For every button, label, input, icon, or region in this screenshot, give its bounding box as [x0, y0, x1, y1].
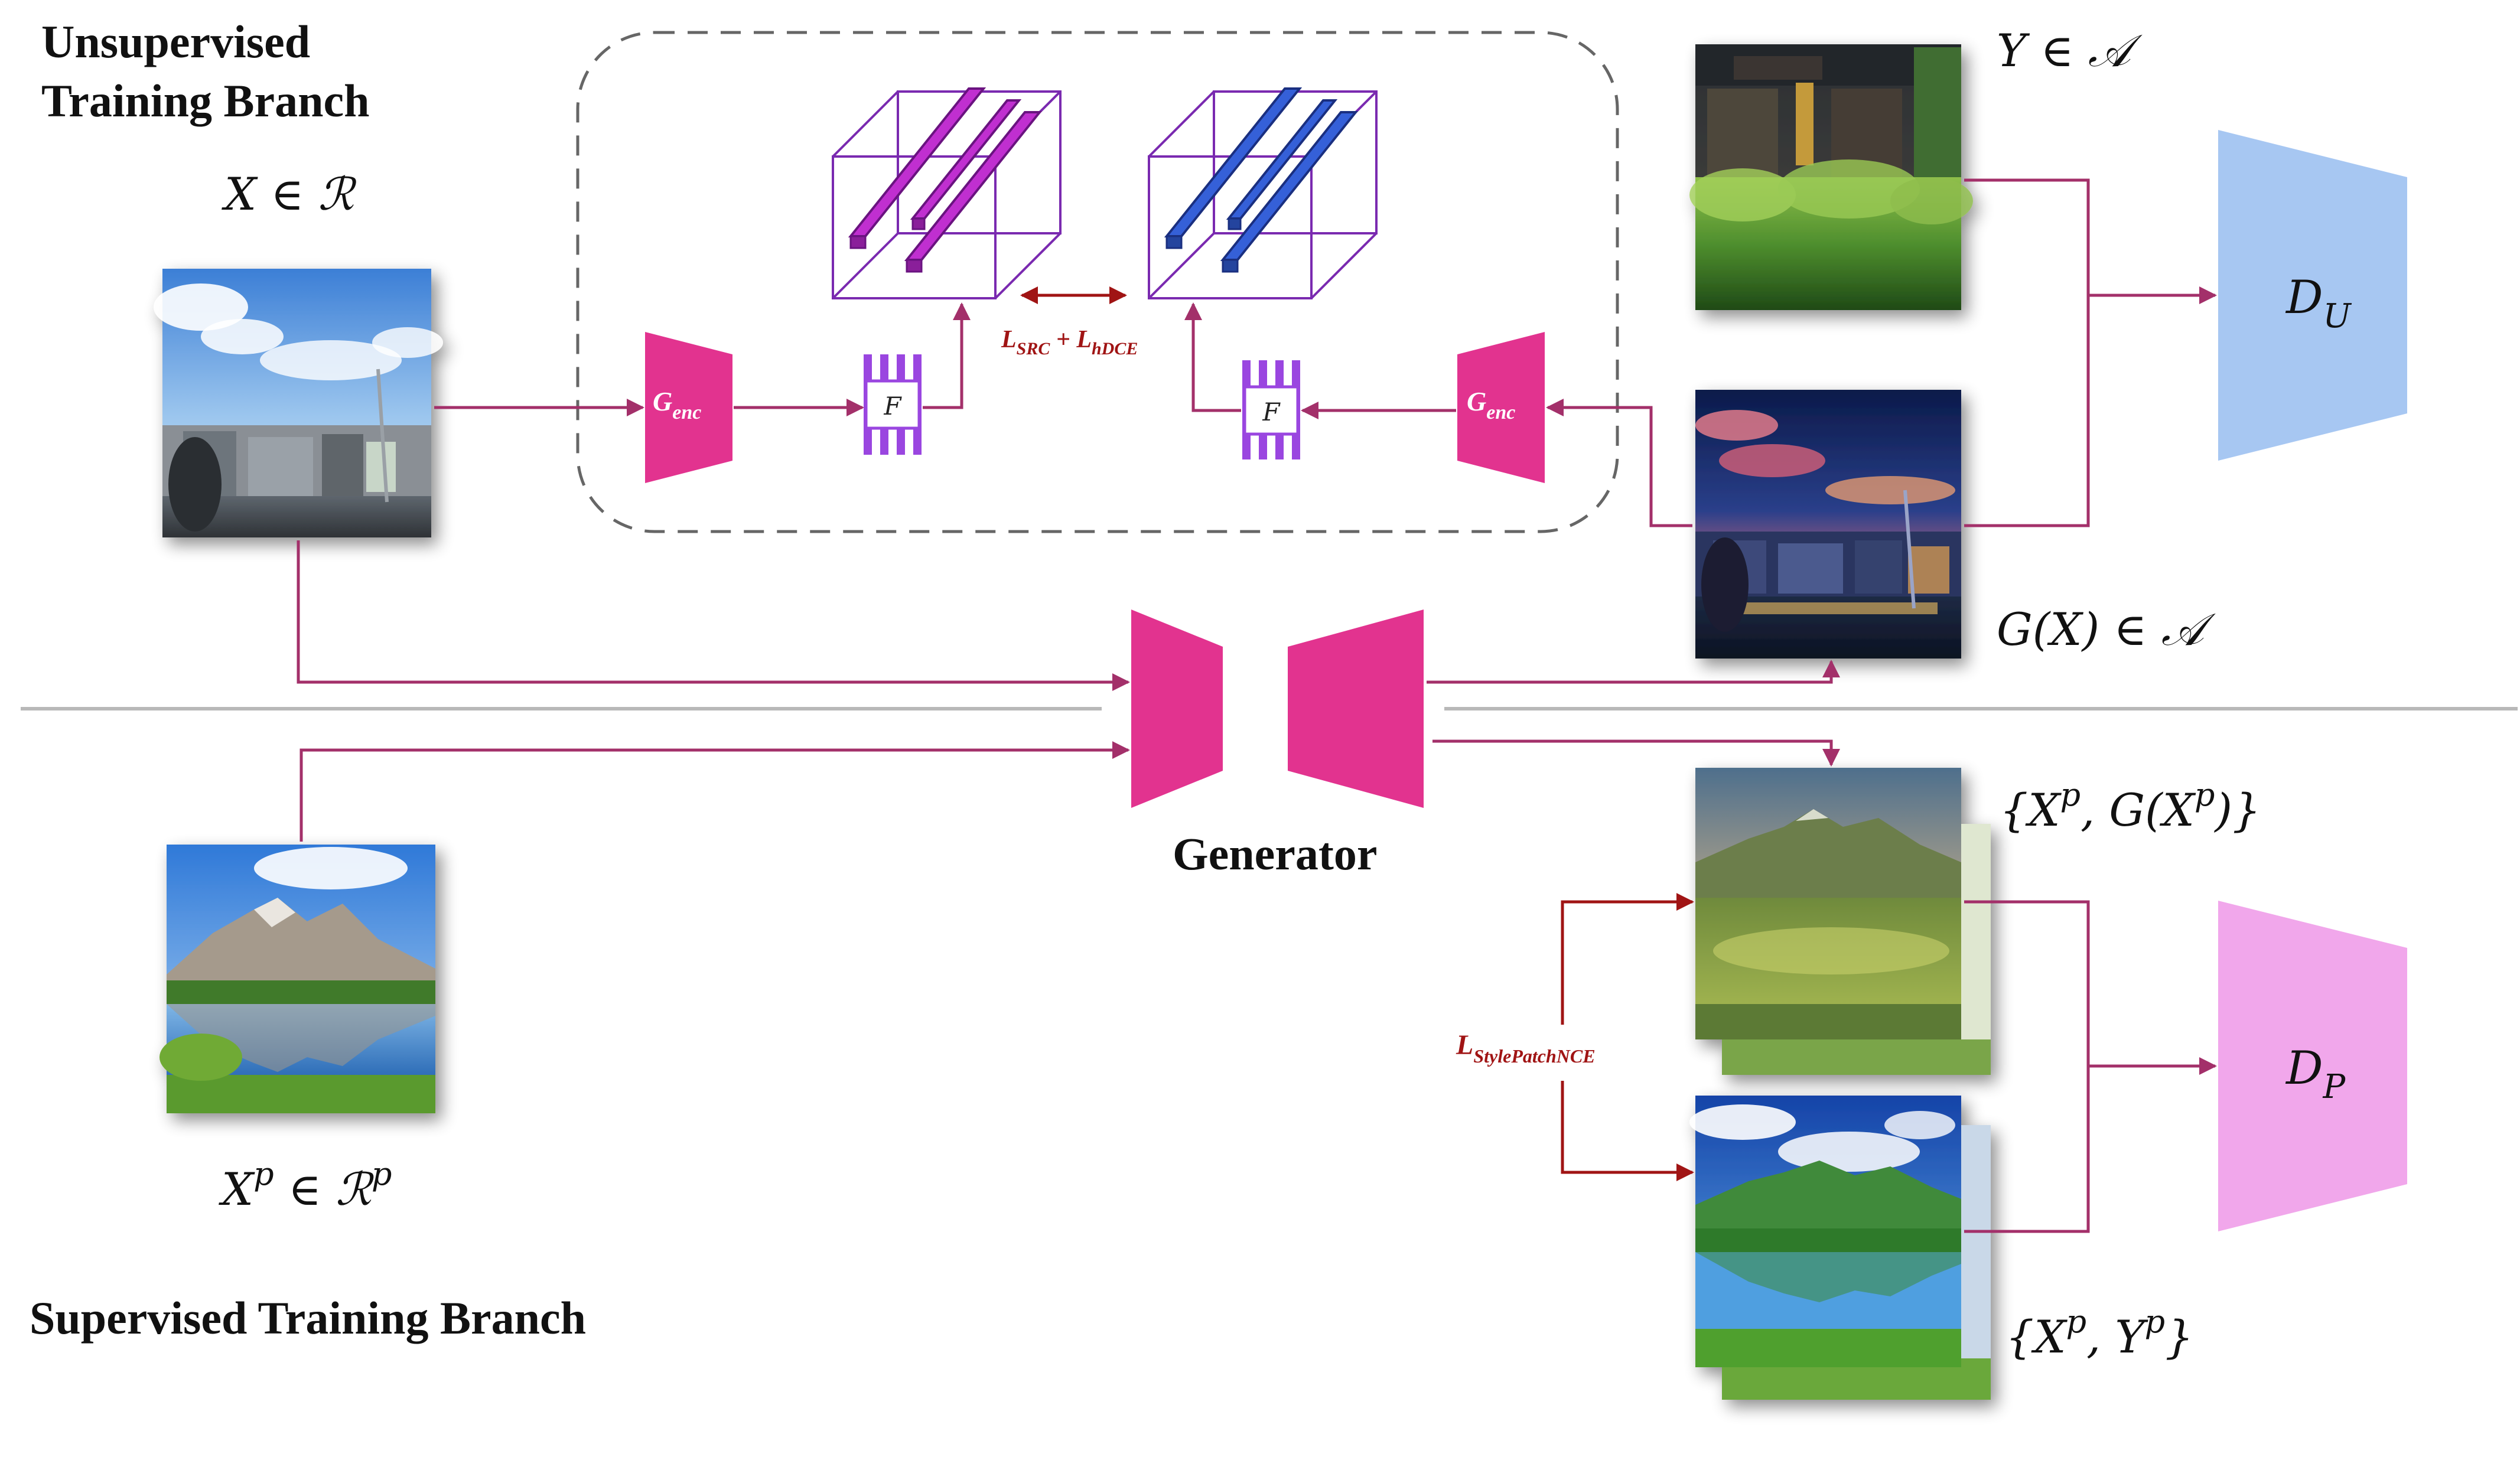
stylepatchnce-bracket [1561, 893, 1694, 1181]
svg-text:F: F [1262, 397, 1281, 426]
arrow-generator-to-gxp [1432, 739, 1840, 767]
svg-text:F: F [883, 392, 902, 421]
connectors [297, 178, 2217, 1233]
arrow-gx-to-encoder [1546, 399, 1692, 527]
arrow-gt-pair-to-dp [1964, 1066, 2090, 1233]
arrow-x-to-generator [297, 540, 1130, 691]
feature-bars-real [848, 87, 1043, 273]
svg-text:Genc: Genc [653, 386, 701, 423]
arrow-generator-to-gx [1427, 660, 1840, 684]
xp-in-rp-label: Xp ∈ ℛp [219, 1155, 392, 1215]
loss-stylepatchnce-label: LStylePatchNCE [1456, 1029, 1596, 1067]
input-image-xp [159, 845, 435, 1113]
pair-generated-label: {Xp, G(Xp)} [2000, 776, 2261, 836]
arrow-f-to-cube-right [1184, 302, 1241, 412]
arrow-gx-to-du [1964, 295, 2090, 527]
ground-truth-pair-stack [1689, 1096, 1991, 1400]
sup-branch-title: Supervised Training Branch [30, 1292, 586, 1344]
discriminator-paired: DP [2218, 901, 2407, 1231]
encoder-left: Genc [645, 332, 732, 483]
arrow-xp-to-generator [299, 741, 1130, 842]
feature-bars-generated [1164, 87, 1359, 273]
unsup-branch-title-2: Training Branch [41, 75, 369, 126]
generated-image-gx [1695, 390, 1961, 659]
generator-label: Generator [1173, 828, 1378, 879]
arrow-y-to-du [1964, 178, 2217, 304]
y-in-a-label: Y ∈ 𝒜 [1997, 24, 2143, 77]
encoder-right: Genc [1457, 332, 1545, 483]
loss-src-hdce-label: LSRC + LhDCE [1001, 326, 1138, 358]
projection-head-left: F [864, 354, 922, 455]
projection-head-right: F [1242, 360, 1300, 459]
svg-text:DP: DP [2285, 1042, 2346, 1106]
arrow-gen-pair-to-dp [1964, 900, 2217, 1075]
contrastive-module-box [576, 31, 1619, 533]
style-image-y [1689, 44, 1973, 310]
generated-pair-stack [1695, 768, 1991, 1075]
unsup-branch-title-1: Unsupervised [41, 16, 310, 67]
generator-block [1131, 610, 1424, 808]
discriminator-unsupervised: DU [2218, 130, 2407, 461]
svg-text:Genc: Genc [1467, 386, 1515, 423]
pair-gt-label: {Xp, Yp} [2005, 1303, 2193, 1363]
gx-in-a-label: G(X) ∈ 𝒜 [1997, 603, 2216, 656]
input-image-x [154, 269, 443, 537]
arrow-f-to-cube-left [923, 302, 971, 409]
svg-text:DU: DU [2285, 271, 2352, 335]
x-in-r-label: X ∈ ℛ [222, 168, 357, 220]
